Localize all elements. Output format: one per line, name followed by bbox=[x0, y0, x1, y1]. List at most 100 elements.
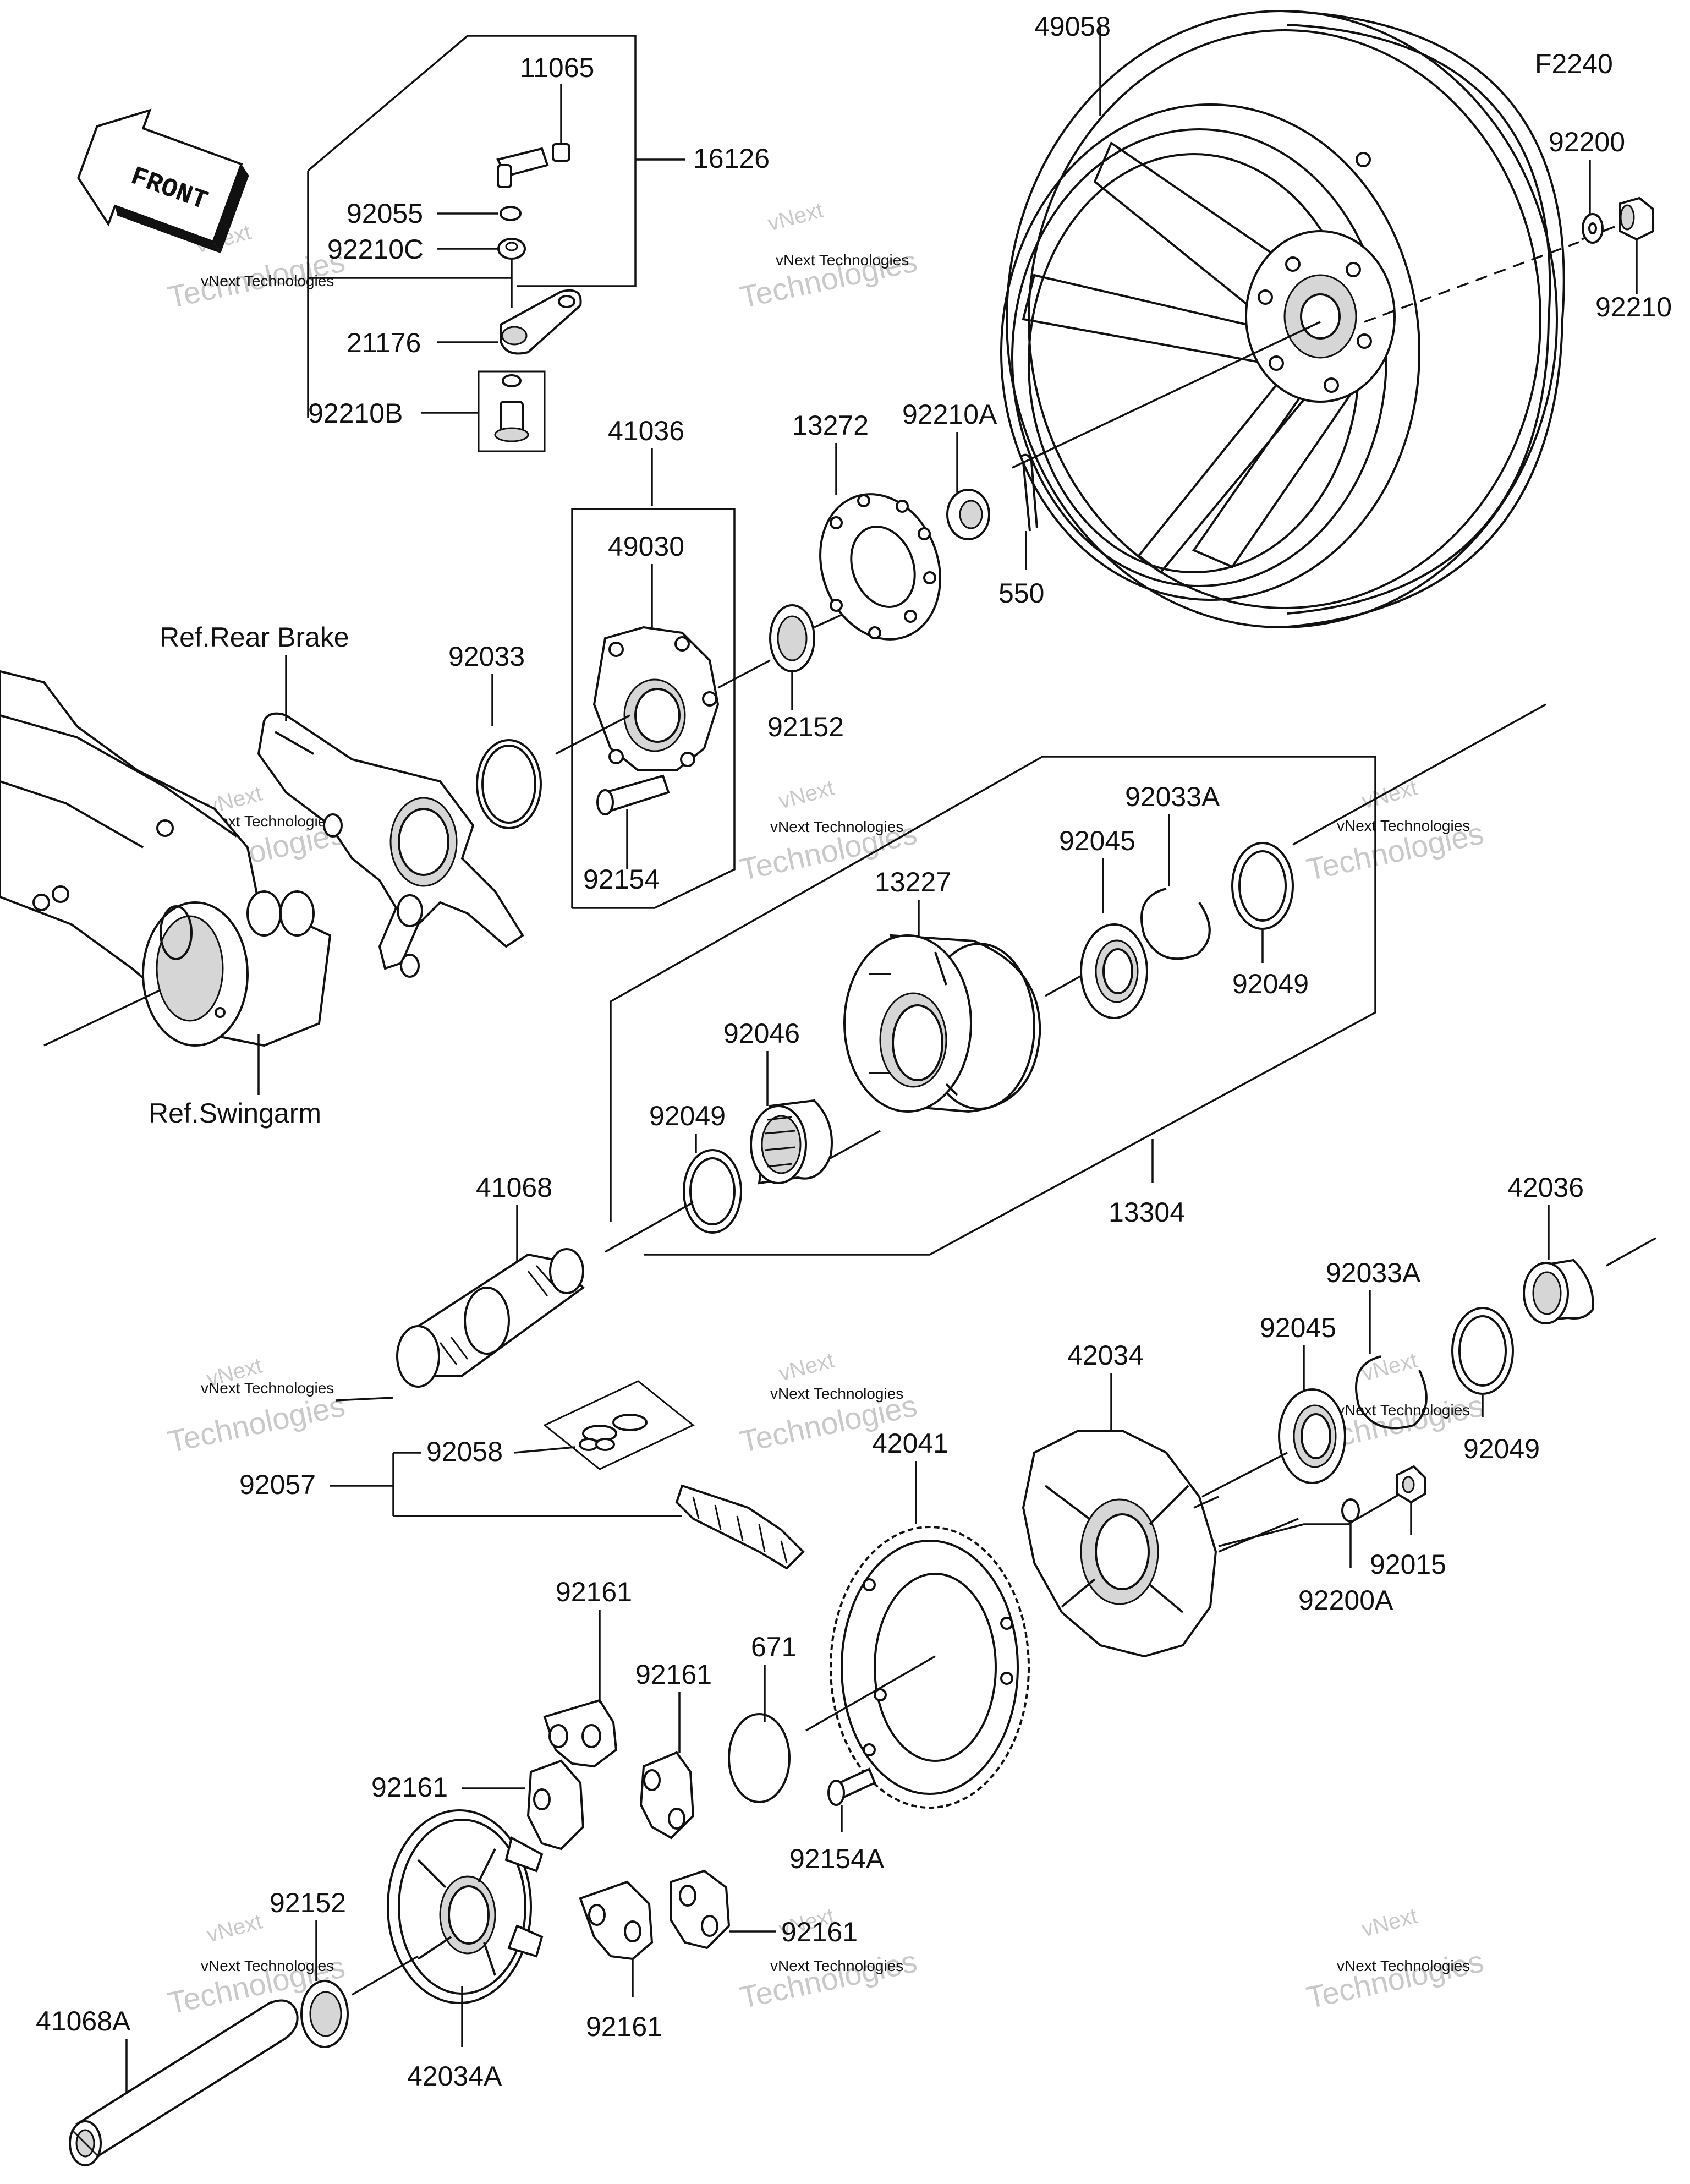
ring-92049-icon bbox=[1231, 842, 1294, 930]
ref-rear-brake-label: Ref.Rear Brake bbox=[160, 622, 349, 653]
plate-13272-icon bbox=[819, 493, 941, 641]
part-label-41068: 41068 bbox=[476, 1172, 552, 1203]
part-label-92210B: 92210B bbox=[308, 398, 403, 429]
part-label-13304: 13304 bbox=[1109, 1197, 1185, 1228]
nut-92210-icon bbox=[1619, 196, 1654, 241]
svg-text:vNext Technologies: vNext Technologies bbox=[201, 272, 334, 289]
damper-rubber-5-icon bbox=[670, 1869, 731, 1950]
cotter-pin-550-icon bbox=[1019, 453, 1038, 532]
part-label-92049c: 92049 bbox=[1463, 1433, 1540, 1464]
nut-92210B-box bbox=[478, 370, 546, 452]
svg-text:vNext Technologies: vNext Technologies bbox=[776, 251, 909, 269]
svg-text:vNext Technologies: vNext Technologies bbox=[770, 818, 903, 835]
circlip-92033A-icon bbox=[1140, 888, 1211, 960]
watermark-ll: vNext Technologies vNext Technologies bbox=[164, 1354, 348, 1459]
sprocket-carrier-42034-icon bbox=[1022, 1430, 1217, 1658]
part-label-49030: 49030 bbox=[608, 531, 684, 562]
part-label-42034A: 42034A bbox=[407, 2061, 502, 2092]
svg-text:Technologies: Technologies bbox=[1303, 1944, 1486, 2015]
sensor-assembly-group: 16126 11065 92055 92210C 21176 92210B bbox=[307, 35, 770, 452]
nut-92210A-icon bbox=[946, 489, 990, 540]
hub-flange-group-41036: 41036 49030 92154 bbox=[555, 415, 771, 909]
needle-bearing-92046-icon bbox=[750, 1099, 833, 1185]
damper-rubber-3-icon bbox=[639, 1751, 695, 1840]
svg-text:vNext Technologies: vNext Technologies bbox=[1337, 1402, 1470, 1419]
swingarm-ref bbox=[0, 670, 332, 1047]
watermark-tc: vNext Technologies vNext Technologies bbox=[737, 198, 920, 315]
svg-text:vNext Technologies: vNext Technologies bbox=[770, 1385, 903, 1402]
ring-92049b-icon bbox=[683, 1149, 742, 1234]
part-label-49058: 49058 bbox=[1034, 11, 1111, 42]
o-ring-671-icon bbox=[728, 1713, 791, 1803]
part-label-41036: 41036 bbox=[608, 415, 684, 446]
part-label-92161d: 92161 bbox=[781, 1917, 858, 1947]
bolt-92154A-icon bbox=[827, 1767, 876, 1806]
chain-joint-icon bbox=[579, 1414, 648, 1451]
washer-92200A-icon bbox=[1341, 1498, 1360, 1523]
svg-text:vNext: vNext bbox=[1359, 776, 1420, 814]
ring-92049c-icon bbox=[1451, 1307, 1514, 1395]
ref-swingarm-label: Ref.Swingarm bbox=[149, 1098, 321, 1129]
circlip-92033A2-icon bbox=[1355, 1355, 1428, 1430]
part-label-92033A2: 92033A bbox=[1326, 1257, 1421, 1288]
oil-seal-92152b-icon bbox=[300, 1980, 349, 2048]
part-label-92161a: 92161 bbox=[556, 1577, 632, 1607]
washer-92055-icon bbox=[500, 206, 522, 221]
part-label-92049: 92049 bbox=[1232, 968, 1309, 999]
svg-text:vNext Technologies: vNext Technologies bbox=[1337, 1957, 1470, 1974]
part-label-92152b: 92152 bbox=[270, 1887, 346, 1918]
part-label-13227: 13227 bbox=[875, 867, 951, 897]
svg-text:vNext Technologies: vNext Technologies bbox=[201, 1957, 334, 1974]
watermark-br: vNext Technologies vNext Technologies bbox=[1303, 1904, 1486, 2015]
nut-92210C-icon bbox=[497, 238, 526, 260]
nut-92015-icon bbox=[1396, 1465, 1426, 1504]
part-label-92045: 92045 bbox=[1059, 825, 1135, 856]
part-label-92161e: 92161 bbox=[586, 2011, 662, 2042]
damper-rubber-1-icon bbox=[543, 1699, 618, 1768]
part-label-92046: 92046 bbox=[723, 1018, 800, 1049]
svg-text:vNext: vNext bbox=[776, 1348, 837, 1386]
damper-rubber-2-icon bbox=[526, 1759, 585, 1851]
part-label-41068A: 41068A bbox=[36, 2006, 131, 2037]
bleeder-bolt-icon bbox=[496, 143, 570, 188]
part-label-92154: 92154 bbox=[583, 864, 660, 895]
collar-42036-icon bbox=[1523, 1258, 1594, 1324]
front-arrow-icon: FRONT bbox=[77, 108, 249, 254]
part-label-92200A: 92200A bbox=[1298, 1585, 1393, 1616]
coupling-flange-49030-icon bbox=[592, 626, 720, 771]
part-label-92033: 92033 bbox=[448, 641, 525, 672]
part-label-92154A: 92154A bbox=[789, 1843, 885, 1874]
part-label-42036: 42036 bbox=[1507, 1172, 1584, 1203]
svg-text:Technologies: Technologies bbox=[164, 1388, 348, 1459]
svg-text:vNext Technologies: vNext Technologies bbox=[770, 1957, 903, 1974]
shaft-41068A-icon bbox=[69, 1999, 299, 2166]
part-label-550: 550 bbox=[998, 578, 1044, 609]
rear-wheel-49058 bbox=[1000, 10, 1565, 628]
part-label-92015: 92015 bbox=[1370, 1549, 1446, 1580]
svg-text:vNext: vNext bbox=[776, 776, 837, 814]
svg-text:Technologies: Technologies bbox=[737, 1944, 920, 2015]
part-label-42041: 42041 bbox=[872, 1428, 948, 1459]
part-label-92057: 92057 bbox=[239, 1469, 316, 1500]
part-label-92049b: 92049 bbox=[649, 1101, 726, 1131]
washer-92200-icon bbox=[1582, 213, 1604, 244]
damper-rubber-4-icon bbox=[579, 1880, 654, 1961]
svg-text:vNext: vNext bbox=[1359, 1904, 1420, 1942]
hub-13227-icon bbox=[843, 934, 1041, 1113]
part-label-92152: 92152 bbox=[767, 711, 844, 742]
part-label-671: 671 bbox=[751, 1632, 797, 1662]
part-label-92200: 92200 bbox=[1549, 127, 1625, 157]
oil-seal-92152-icon bbox=[769, 604, 815, 672]
svg-text:vNext Technologies: vNext Technologies bbox=[1337, 817, 1470, 834]
part-label-16126: 16126 bbox=[693, 143, 770, 174]
part-label-92210: 92210 bbox=[1595, 292, 1672, 322]
part-label-42034: 42034 bbox=[1067, 1340, 1144, 1371]
part-label-92210C: 92210C bbox=[327, 234, 424, 265]
part-label-92055: 92055 bbox=[347, 198, 423, 229]
damper-hub-42034A-icon bbox=[387, 1809, 544, 2004]
part-label-92210A: 92210A bbox=[902, 399, 997, 430]
sensor-bracket-21176-icon bbox=[500, 289, 582, 355]
hub-assy-box bbox=[610, 756, 1376, 1256]
svg-text:vNext: vNext bbox=[765, 198, 826, 236]
part-label-92161b: 92161 bbox=[371, 1772, 448, 1803]
